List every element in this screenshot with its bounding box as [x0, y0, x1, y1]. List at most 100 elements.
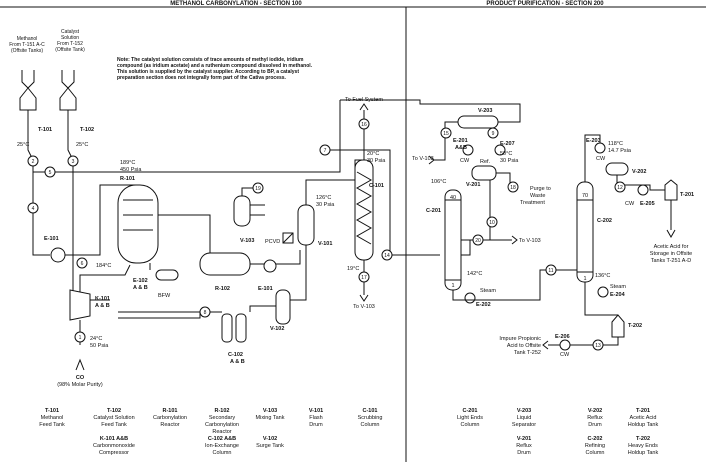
separator-v203[interactable] — [457, 115, 499, 129]
tag-cw-2: CW — [596, 156, 606, 162]
line-stream-5 — [33, 100, 341, 173]
legend-tag: C-202 — [588, 436, 603, 442]
column-c201[interactable] — [444, 189, 462, 291]
exchanger-e206[interactable] — [559, 339, 571, 351]
line-stream-7-14 — [320, 149, 440, 256]
legend-desc: Reflux — [587, 415, 603, 421]
co-arrow — [75, 358, 85, 371]
drum-v202[interactable] — [605, 162, 629, 176]
exchanger-e101[interactable] — [50, 247, 66, 263]
tank-t201[interactable] — [664, 179, 678, 201]
tank-t202[interactable] — [611, 314, 625, 338]
exchanger-e204[interactable] — [597, 286, 609, 298]
exchanger-e207[interactable] — [494, 144, 506, 156]
legend-tag: T-101 — [45, 408, 59, 414]
cond-c101-top-p: 30 Psia — [367, 158, 386, 164]
tag-e205: E-205 — [640, 201, 655, 207]
legend-tag: T-201 — [636, 408, 650, 414]
legend-tag: C-101 — [363, 408, 378, 414]
tag-v101: V-101 — [318, 241, 332, 247]
column-c102b[interactable] — [235, 313, 247, 343]
tag-v103: V-103 — [240, 238, 254, 244]
exchanger-e203[interactable] — [594, 142, 606, 154]
svg-text:7: 7 — [324, 148, 327, 154]
tray-c201-top: 40 — [450, 195, 456, 201]
exchanger-e205[interactable] — [637, 184, 649, 196]
line-k101-r101 — [79, 264, 131, 305]
tag-c101: C-101 — [369, 183, 384, 189]
legend-tag: T-202 — [636, 436, 650, 442]
svg-text:3: 3 — [72, 159, 75, 165]
line-e101-r101 — [65, 184, 140, 256]
legend-desc: Surge Tank — [256, 443, 284, 449]
tag-r102: R-102 — [215, 286, 230, 292]
legend-desc: Carbonylation — [205, 422, 239, 428]
legend-tag: V-202 — [588, 408, 602, 414]
legend-desc: Carbonylation — [153, 415, 187, 421]
reactor-r101[interactable] — [117, 184, 159, 264]
feed-purge-1: Purge to — [530, 186, 551, 192]
feed-methanol: Methanol From T-151 A-C (Offsite Tanks) — [9, 36, 45, 54]
tag-c202: C-202 — [597, 218, 612, 224]
svg-text:18: 18 — [510, 185, 516, 191]
exchanger-e201[interactable] — [462, 144, 474, 156]
t101-outlet — [27, 110, 34, 161]
legend-desc: Feed Tank — [101, 422, 127, 428]
tag-t201: T-201 — [680, 192, 694, 198]
drum-v201[interactable] — [471, 165, 497, 181]
tag-e101b: E-101 — [258, 286, 273, 292]
exchanger-e102[interactable] — [155, 269, 179, 281]
exchanger-e101b[interactable] — [263, 259, 277, 273]
legend-desc: Reactor — [212, 429, 231, 435]
legend-desc: Holdup Tank — [628, 422, 659, 428]
catalyst-inlet-arrow — [61, 70, 75, 89]
tank-t101[interactable] — [19, 87, 37, 111]
tag-bfw: BFW — [158, 293, 171, 299]
svg-text:(Offsite Tank): (Offsite Tank) — [55, 47, 85, 53]
svg-text:Methanol: Methanol — [17, 36, 38, 42]
tag-e101: E-101 — [44, 236, 59, 242]
dest-v103-a: To V-103 — [353, 304, 375, 310]
tag-e201: E-201 — [453, 138, 468, 144]
legend-tag: V-201 — [517, 436, 531, 442]
drum-v101[interactable] — [297, 204, 315, 246]
feed-catalyst: Catalyst Solution From T-152 (Offsite Ta… — [55, 29, 85, 53]
legend-desc: Holdup Tank — [628, 450, 659, 456]
tag-t202: T-202 — [628, 323, 642, 329]
cond-v101-p: 30 Psia — [316, 202, 335, 208]
cond-t101: 25°C — [17, 142, 29, 148]
exchanger-e202[interactable] — [464, 292, 476, 304]
tag-v102: V-102 — [270, 326, 284, 332]
svg-text:2: 2 — [32, 159, 35, 165]
methanol-inlet-arrow — [21, 70, 35, 89]
svg-text:A & B: A & B — [95, 303, 110, 309]
tag-pcvd: PCVD — [265, 239, 280, 245]
legend-desc: Drum — [517, 450, 531, 456]
compressor-k101[interactable] — [69, 289, 91, 321]
tank-t102[interactable] — [59, 87, 77, 111]
svg-text:15: 15 — [443, 131, 449, 137]
svg-text:Treatment: Treatment — [520, 200, 545, 206]
cond-r101-top-t: 189°C — [120, 160, 135, 166]
legend-tag: V-101 — [309, 408, 323, 414]
tank-v103[interactable] — [233, 195, 251, 227]
cond-c201-bot: 142°C — [467, 271, 482, 277]
legend-desc: Mixing Tank — [256, 415, 285, 421]
column-c101[interactable] — [354, 159, 374, 261]
legend-desc: Refining — [585, 443, 605, 449]
column-c102a[interactable] — [221, 313, 233, 343]
legend-desc: Ion-Exchange — [205, 443, 239, 449]
reactor-r102[interactable] — [199, 252, 251, 276]
legend-desc: Scrubbing — [358, 415, 383, 421]
cond-co-p: 50 Psia — [90, 343, 109, 349]
legend-tag: R-101 — [163, 408, 178, 414]
legend-tag: C-102 A&B — [208, 436, 236, 442]
tray-c202-top: 70 — [582, 193, 588, 199]
t102-outlet — [67, 110, 74, 161]
dest-v103-b: To V-103 — [412, 156, 434, 162]
legend-tag: R-102 — [215, 408, 230, 414]
tank-v102[interactable] — [275, 289, 291, 325]
line-r101-r102 — [158, 214, 211, 253]
